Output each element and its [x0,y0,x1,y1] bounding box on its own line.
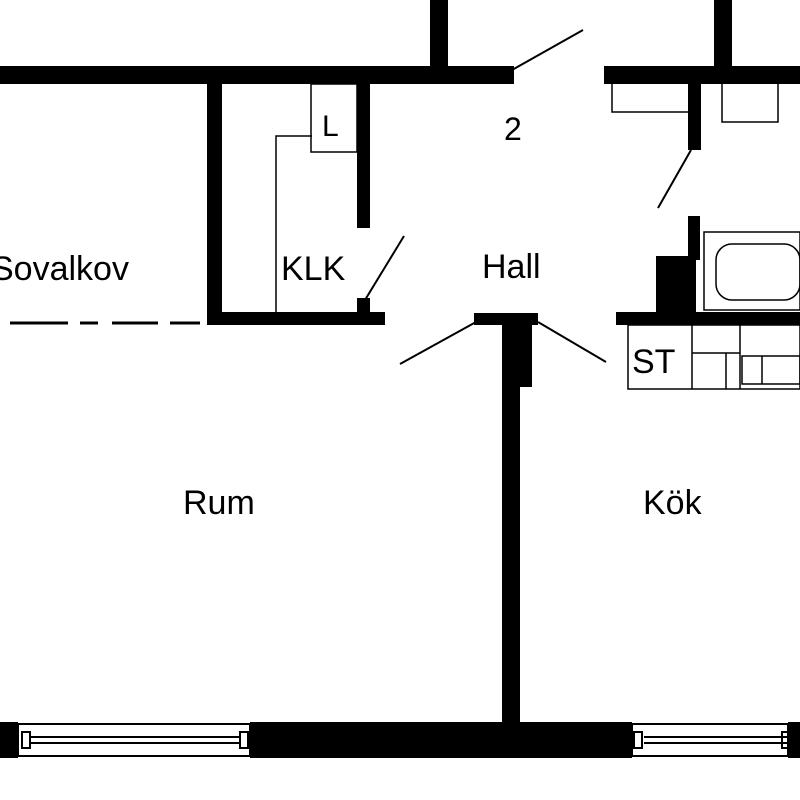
klk-bottom-wall [207,312,385,325]
label-rum: Rum [183,484,255,522]
top-wall-left [0,66,514,84]
label-kok: Kök [643,484,703,522]
entrance-door [511,29,584,71]
doors [364,29,692,365]
top-wall-right [604,66,800,84]
bottom-wall-middle [250,722,632,758]
bath-upper-wall [688,84,701,150]
linen-closet-box [310,83,358,153]
bottom-wall-left-end [0,722,18,758]
label-hall-number: 2 [504,111,522,147]
washer-unit [741,355,800,385]
bathroom-door [657,149,692,209]
kok-door-jamb [520,325,532,387]
upper-wall-stub-left [430,0,448,70]
walls [0,0,800,758]
label-klk: KLK [281,250,346,288]
bathtub [703,231,800,311]
label-st: ST [632,343,675,381]
upper-wall-stub-right [714,0,732,70]
bathroom-fixtures [611,84,800,390]
storage-grid [627,324,800,390]
bath-bottom-wall [616,312,800,325]
room-labels: Sovalkov KLK L Hall 2 Rum Kök ST [0,110,703,522]
bath-wall-stub [688,216,700,260]
klk-left-wall [207,84,222,324]
closet-fixtures [275,83,358,312]
bath-wall-block [656,256,696,314]
hall-bottom-wall-cap [474,313,538,325]
label-sovalkov: Sovalkov [0,250,129,288]
klk-door [364,235,405,301]
klk-right-wall [357,84,370,228]
cabinet-right [721,84,779,123]
cabinet-left [611,84,688,113]
rum-door [399,321,477,365]
label-hall: Hall [482,248,541,286]
rum-kok-divider-wall [502,325,520,725]
window-rum [17,723,251,757]
windows [17,723,791,757]
klk-door-jamb [357,298,370,314]
kok-door [537,321,607,363]
label-linen: L [322,110,339,143]
window-kok [631,723,791,757]
bathtub-basin [715,243,800,301]
